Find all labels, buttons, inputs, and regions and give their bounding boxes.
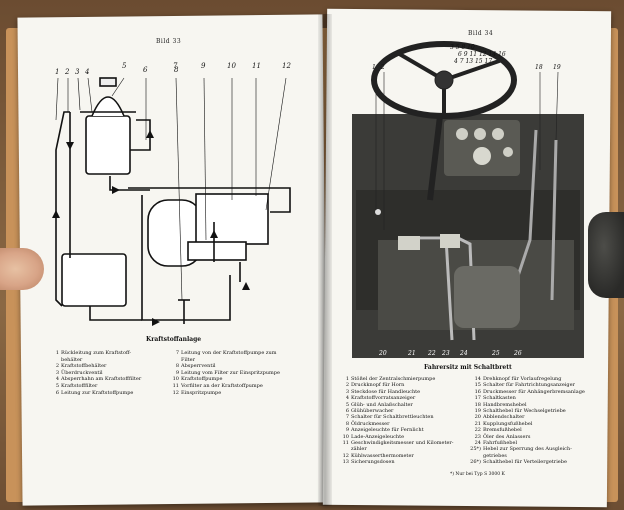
bottom-callout-22: 22 (428, 350, 436, 357)
right-caption: Fahrersitz mit Schaltbrett (424, 364, 512, 371)
callout-8: 8 (174, 66, 179, 74)
callout-2: 2 (65, 68, 70, 76)
top-callouts-c: 4 7 13 15 17 (454, 58, 493, 65)
top-callouts-a: 3 5 8 10 (450, 44, 475, 51)
callout-11: 11 (252, 62, 261, 70)
callout-1: 1 (55, 68, 60, 76)
right-footnote: *) Nur bei Typ S 3000 K (450, 472, 505, 477)
left-caption: Kraftstoffanlage (146, 336, 202, 343)
left-figure-number: Bild 33 (156, 38, 182, 45)
callout-5: 5 (122, 62, 127, 70)
side-callout-19: 19 (553, 64, 561, 71)
bottom-callout-20: 20 (379, 350, 387, 357)
bottom-callout-24: 24 (460, 350, 468, 357)
dashboard-photo (352, 114, 584, 358)
callout-7: 7 (173, 62, 178, 70)
book-spine (318, 14, 332, 506)
side-callout-2: 2 (381, 64, 385, 71)
callout-12: 12 (282, 62, 291, 70)
bottom-callout-25: 25 (492, 350, 500, 357)
side-callout-18: 18 (535, 64, 543, 71)
holding-finger (0, 248, 44, 290)
side-callout-1: 1 (372, 64, 376, 71)
callout-9: 9 (201, 62, 206, 70)
callout-10: 10 (227, 62, 236, 70)
callout-6: 6 (143, 66, 148, 74)
right-figure-number: Bild 34 (468, 30, 494, 37)
callout-3: 3 (75, 68, 80, 76)
callout-4: 4 (85, 68, 90, 76)
dark-knob-object (588, 212, 624, 298)
bottom-callout-23: 23 (442, 350, 450, 357)
steering-wheel (371, 41, 517, 201)
top-callouts-b: 6 9 11 12 14 16 (458, 51, 506, 58)
bottom-callout-21: 21 (408, 350, 416, 357)
bottom-callout-26: 26 (514, 350, 522, 357)
